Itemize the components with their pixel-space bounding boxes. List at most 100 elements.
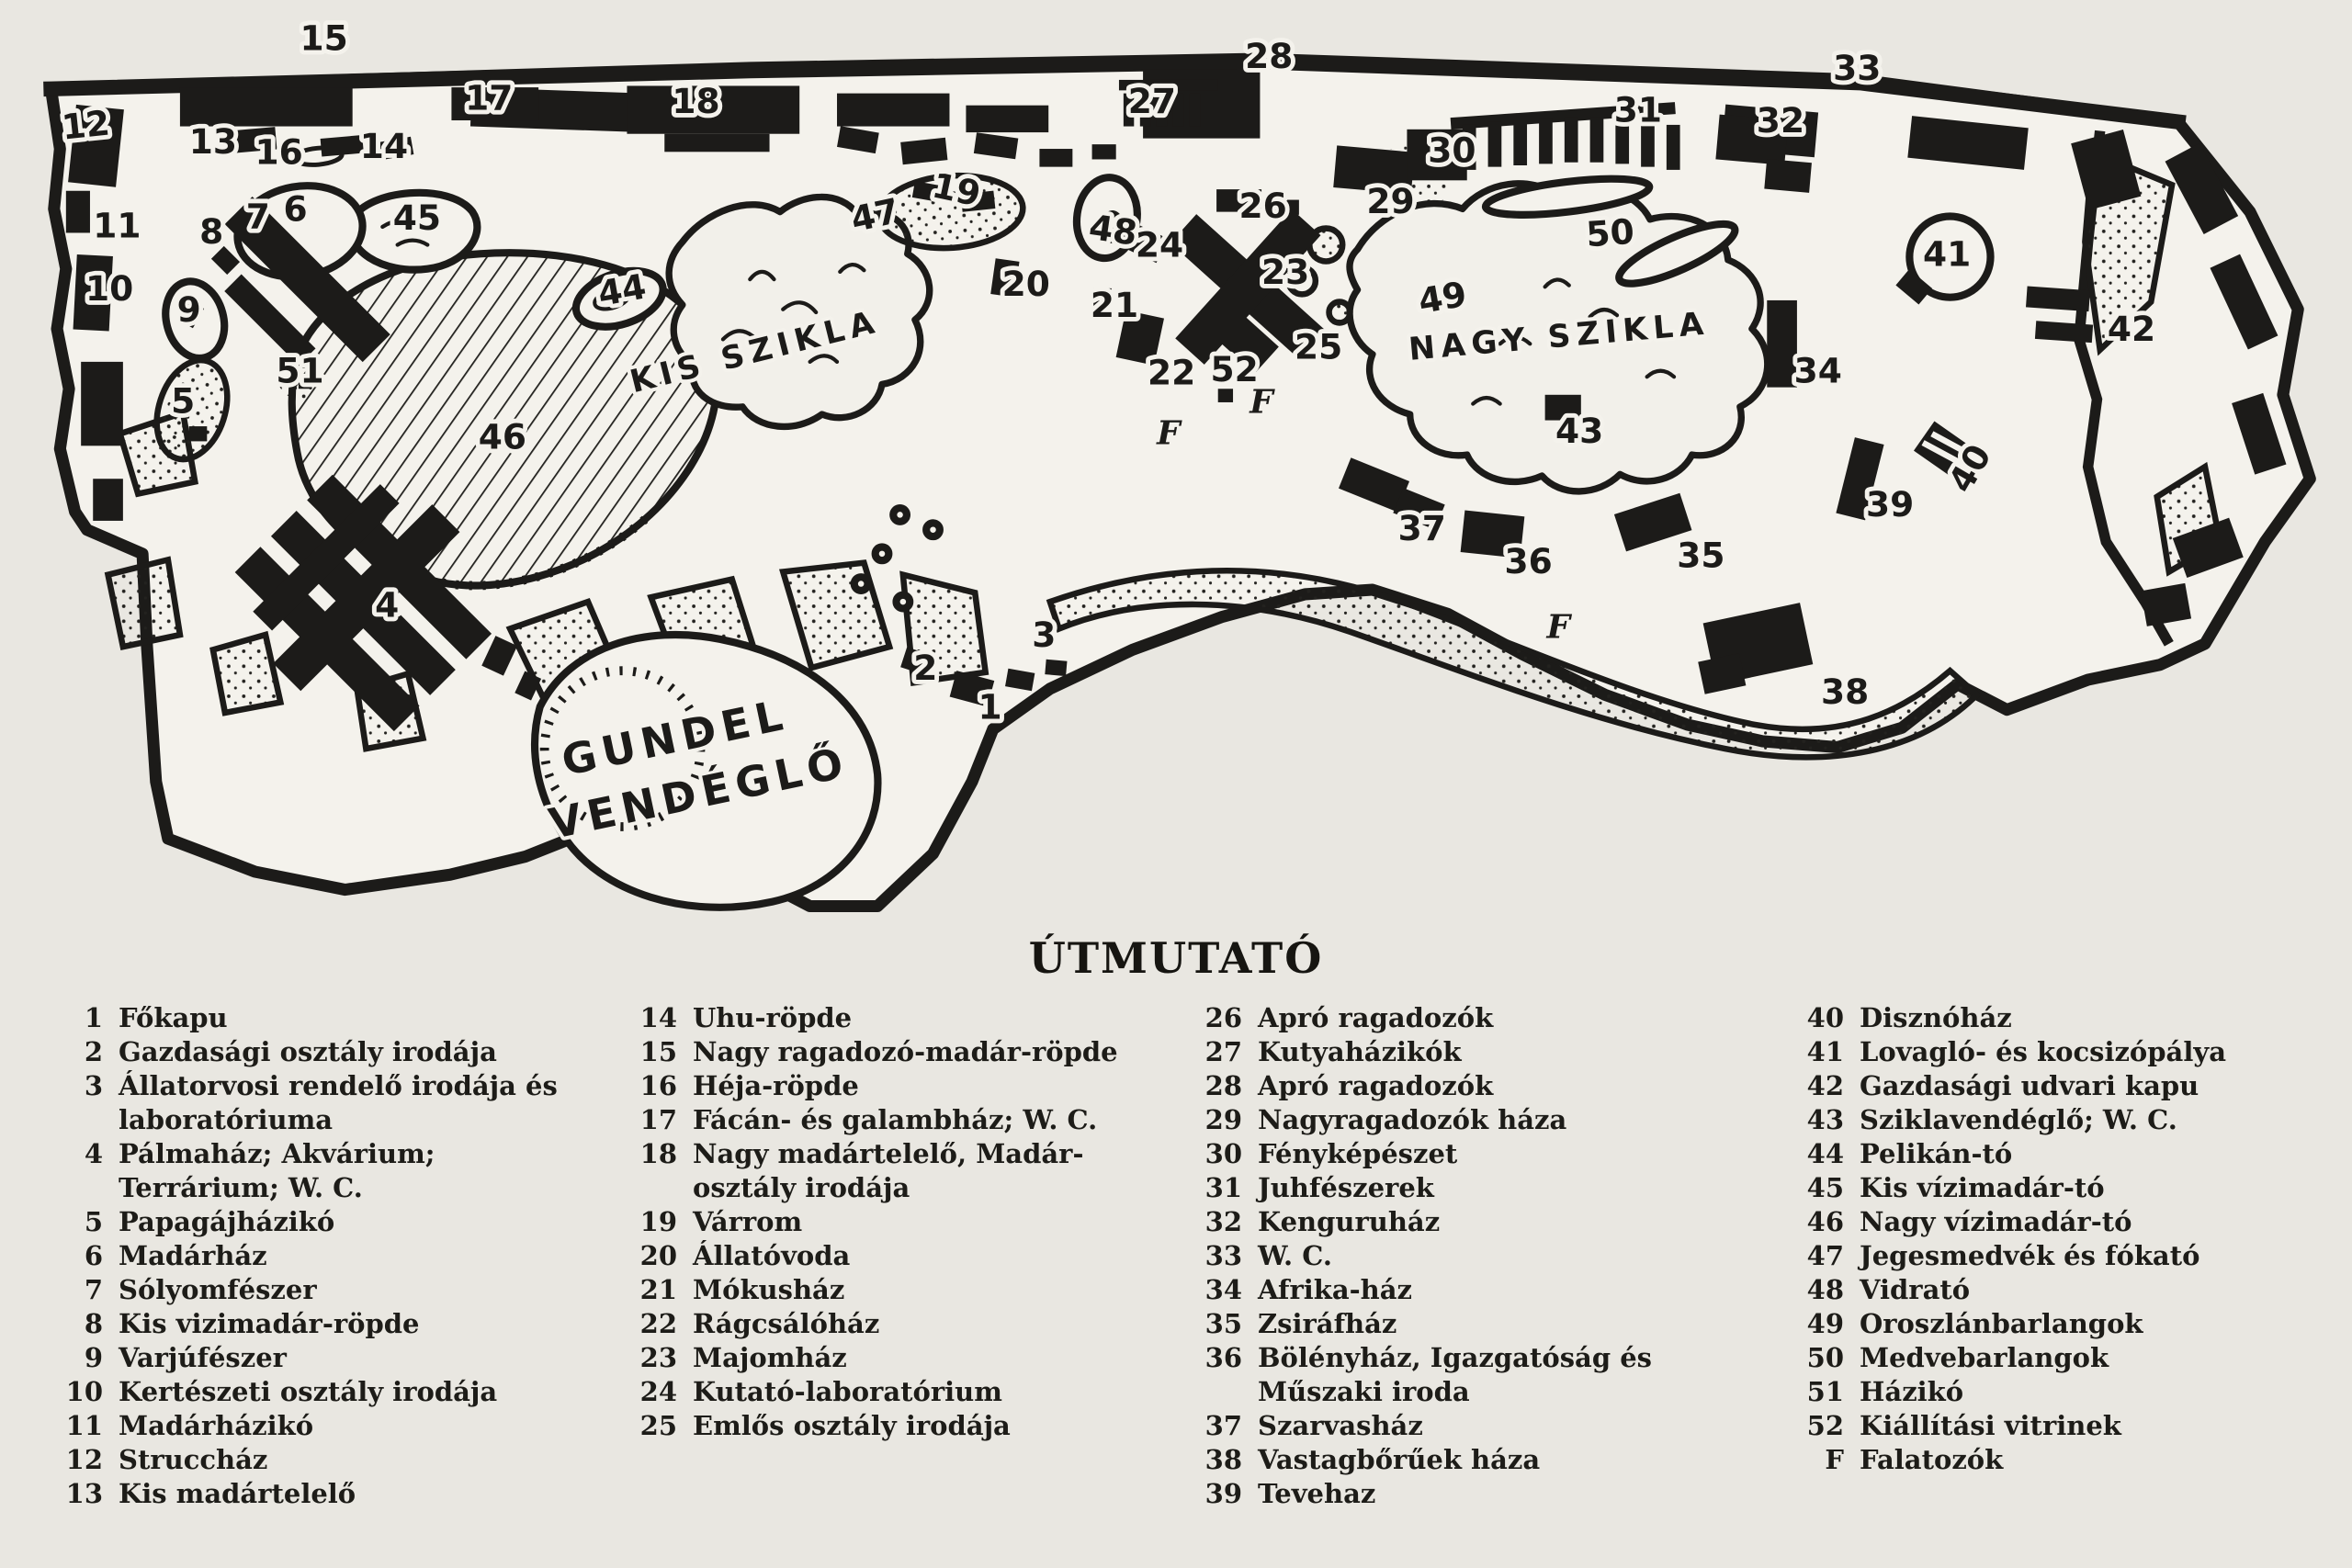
- legend-item-49: 49 Oroszlánbarlangok: [1794, 1307, 2304, 1341]
- legend-item-text: Mókusház: [693, 1274, 845, 1305]
- legend-item-number: 51: [1806, 1376, 1844, 1407]
- legend-item-number: F: [1825, 1444, 1844, 1475]
- map-marker-5: 5: [171, 380, 195, 421]
- legend-item-number: 28: [1204, 1070, 1242, 1101]
- legend-item-number: 23: [639, 1342, 677, 1373]
- legend-item-1: 1 Főkapu: [53, 1001, 628, 1035]
- map-marker-9: 9: [177, 289, 201, 330]
- legend-item-number: 1: [84, 1002, 103, 1033]
- map-marker-22: 22: [1148, 352, 1195, 392]
- legend-item-52: 52 Kiállítási vitrinek: [1794, 1409, 2304, 1443]
- legend-item-text: Kutyaházikók: [1258, 1036, 1462, 1067]
- legend-item-number: 29: [1204, 1104, 1242, 1135]
- legend-item-text: Pálmaház; Akvárium; Terrárium; W. C.: [119, 1138, 435, 1203]
- legend-item-text: Oroszlánbarlangok: [1860, 1308, 2143, 1339]
- map-marker-42: 42: [2108, 309, 2155, 349]
- legend-item-number: 52: [1806, 1410, 1844, 1441]
- north-wall: [43, 54, 2187, 130]
- map-marker-17: 17: [465, 78, 513, 118]
- map-marker-36: 36: [1505, 541, 1553, 581]
- legend-item-text: Kiállítási vitrinek: [1860, 1410, 2121, 1441]
- map-marker-20: 20: [1002, 264, 1050, 304]
- legend-item-text: Medvebarlangok: [1860, 1342, 2109, 1373]
- legend-item-number: 6: [84, 1240, 103, 1271]
- legend-item-text: Vastagbőrűek háza: [1258, 1444, 1541, 1475]
- map-marker-3: 3: [1032, 615, 1056, 655]
- legend-item-10: 10 Kertészeti osztály irodája: [53, 1375, 628, 1409]
- legend-item-number: 8: [84, 1308, 103, 1339]
- legend-item-number: 38: [1204, 1444, 1242, 1475]
- map-marker-32: 32: [1757, 100, 1804, 141]
- map-marker-37: 37: [1398, 508, 1446, 548]
- legend-item-text: Madárház: [119, 1240, 267, 1271]
- legend-item-text: Gazdasági udvari kapu: [1860, 1070, 2199, 1101]
- legend-item-text: Sólyomfészer: [119, 1274, 317, 1305]
- legend-item-number: 30: [1204, 1138, 1242, 1169]
- map-marker-F: F: [1249, 382, 1275, 421]
- legend-item-text: Majomház: [693, 1342, 847, 1373]
- map-marker-50: 50: [1585, 211, 1635, 255]
- lake-45: [346, 188, 481, 274]
- legend-item-text: Tevehaz: [1258, 1478, 1376, 1509]
- legend-title: ÚTMUTATÓ: [1028, 933, 1324, 983]
- legend-item-number: 43: [1806, 1104, 1844, 1135]
- lake-44: [571, 266, 667, 331]
- legend-item-number: 9: [84, 1342, 103, 1373]
- legend-item-text: Nagy vízimadár-tó: [1860, 1206, 2132, 1237]
- legend-item-text: Fácán- és galambház; W. C.: [693, 1104, 1098, 1135]
- nagy-szikla-rock: [1285, 175, 1771, 495]
- legend-item-number: 47: [1806, 1240, 1844, 1271]
- legend-item-17: 17 Fácán- és galambház; W. C.: [628, 1103, 1193, 1137]
- legend-item-number: 24: [639, 1376, 677, 1407]
- map-marker-4: 4: [375, 584, 399, 625]
- map-marker-38: 38: [1821, 671, 1869, 712]
- legend-item-text: Varjúfészer: [119, 1342, 287, 1373]
- map-marker-30: 30: [1428, 130, 1476, 171]
- map-marker-23: 23: [1261, 252, 1309, 292]
- map-marker-26: 26: [1239, 186, 1287, 226]
- legend-item-number: 33: [1204, 1240, 1242, 1271]
- legend-item-29: 29 Nagyragadozók háza: [1193, 1103, 1794, 1137]
- legend-item-number: 44: [1806, 1138, 1844, 1169]
- legend-item-number: 49: [1806, 1308, 1844, 1339]
- legend-item-number: 18: [639, 1138, 677, 1169]
- legend-item-text: Főkapu: [119, 1002, 228, 1033]
- kis-szikla-rock: [665, 193, 933, 431]
- legend-item-text: Bölényház, Igazgatóság és Műszaki iroda: [1258, 1342, 1652, 1407]
- legend-item-text: Apró ragadozók: [1258, 1002, 1494, 1033]
- legend-item-text: Állatorvosi rendelő irodája és laboratór…: [119, 1070, 558, 1135]
- legend-item-number: 20: [639, 1240, 677, 1271]
- legend-item-number: 17: [639, 1104, 677, 1135]
- legend-item-text: Jegesmedvék és fókató: [1860, 1240, 2200, 1271]
- legend-item-28: 28 Apró ragadozók: [1193, 1069, 1794, 1103]
- map-marker-41: 41: [1923, 233, 1971, 274]
- map-marker-27: 27: [1128, 81, 1176, 121]
- legend-item-text: Nagyragadozók háza: [1258, 1104, 1567, 1135]
- map-marker-10: 10: [85, 268, 133, 309]
- legend-item-text: Falatozók: [1860, 1444, 2004, 1475]
- legend-item-text: Kertészeti osztály irodája: [119, 1376, 498, 1407]
- map-marker-49: 49: [1415, 274, 1469, 321]
- legend-item-number: 5: [84, 1206, 103, 1237]
- map-marker-24: 24: [1136, 225, 1183, 265]
- legend-item-6: 6 Madárház: [53, 1239, 628, 1273]
- legend-item-text: Apró ragadozók: [1258, 1070, 1494, 1101]
- legend-item-number: 35: [1204, 1308, 1242, 1339]
- legend-item-number: 10: [65, 1376, 103, 1407]
- legend-item-number: 16: [639, 1070, 677, 1101]
